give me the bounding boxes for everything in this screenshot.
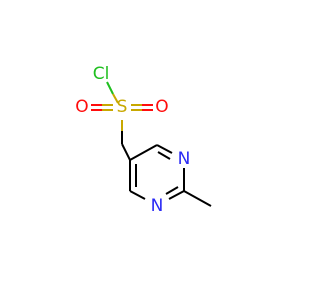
atom-sulfur: S <box>117 97 128 117</box>
bond-c5-c6 <box>129 144 158 161</box>
bond-c6-n1-inner <box>157 151 171 160</box>
bond-c6-n1 <box>156 144 173 154</box>
bond-n3-c4 <box>129 190 146 200</box>
atom-oxygen-left: O <box>75 97 88 117</box>
atom-chlorine: Cl <box>93 64 110 84</box>
atom-nitrogen-top: N <box>178 149 191 169</box>
bond-c2-n3 <box>168 190 185 200</box>
atom-labels: Cl S O O N N <box>75 64 190 216</box>
bonds <box>91 81 212 207</box>
bond-ch2-c5 <box>121 143 131 161</box>
atom-oxygen-right: O <box>155 97 168 117</box>
bond-c2-n3-inner <box>165 186 179 195</box>
bond-cl-s <box>106 81 114 95</box>
structure-canvas: Cl S O O N N <box>75 64 212 216</box>
bond-cl-s-2 <box>112 93 119 104</box>
atom-nitrogen-bottom: N <box>151 196 164 216</box>
bond-c2-ch3 <box>183 190 212 207</box>
molecule-drawing: Cl S O O N N <box>75 64 212 216</box>
